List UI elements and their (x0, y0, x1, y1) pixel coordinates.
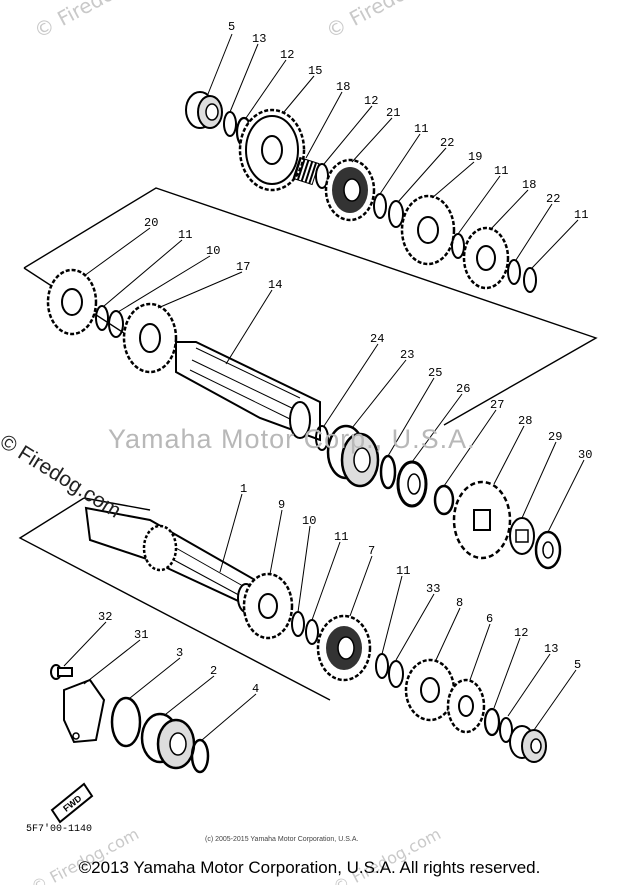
part-5-bearing-bottom (509, 725, 547, 763)
part-8-gear (404, 658, 456, 722)
label-28: 28 (518, 414, 532, 428)
part-18-gear (462, 226, 510, 290)
label-11-d: 11 (178, 228, 192, 242)
label-11-f: 11 (396, 564, 410, 578)
part-19-gear (400, 194, 456, 266)
part-20-gear (46, 268, 98, 336)
label-11-e: 11 (334, 530, 348, 544)
center-watermark: Yamaha Motor Corp., U.S.A. (108, 424, 476, 454)
part-25-circlip (379, 454, 397, 490)
plate-hole (72, 732, 80, 740)
label-18-gear: 18 (522, 178, 536, 192)
label-10-a: 10 (206, 244, 220, 258)
footer-copyright: ©2013 Yamaha Motor Corporation, U.S.A. A… (78, 858, 541, 877)
label-12-bottom: 12 (514, 626, 528, 640)
part-7-gear (316, 614, 372, 682)
part-33-washer (388, 660, 404, 688)
label-15: 15 (308, 64, 322, 78)
part-28-sprocket (452, 480, 512, 560)
label-31: 31 (134, 628, 148, 642)
part-11-circlip-e (305, 619, 319, 645)
label-11-b: 11 (494, 164, 508, 178)
label-26: 26 (456, 382, 470, 396)
upper-frame-line (23, 187, 598, 426)
label-19: 19 (468, 150, 482, 164)
part-27-collar (433, 484, 455, 516)
label-32: 32 (98, 610, 112, 624)
label-21: 21 (386, 106, 400, 120)
part-2-bearing (140, 712, 196, 770)
part-29-lock-washer (509, 517, 535, 555)
part-17-gear (122, 302, 178, 374)
label-20: 20 (144, 216, 158, 230)
label-4: 4 (252, 682, 259, 696)
part-31-stopper-plate (63, 678, 106, 744)
part-11-circlip-c (523, 267, 537, 293)
label-30: 30 (578, 448, 592, 462)
label-25: 25 (428, 366, 442, 380)
part-1-main-axle (84, 506, 263, 614)
label-3: 3 (176, 646, 183, 660)
label-12-top: 12 (280, 48, 294, 62)
label-5-top: 5 (228, 20, 235, 34)
label-33: 33 (426, 582, 440, 596)
lower-frame-line-b (83, 497, 151, 511)
fwd-arrow-icon: FWD (50, 782, 94, 824)
part-15-gear (238, 108, 306, 192)
part-26-oil-seal (396, 460, 428, 508)
part-13-circlip-top (223, 111, 237, 137)
label-11-c: 11 (574, 208, 588, 222)
part-number-labels: 5 13 12 15 18 12 21 11 22 19 11 18 22 11… (98, 20, 592, 696)
part-11-circlip-d (95, 305, 109, 331)
part-13-circlip-bottom (499, 717, 513, 743)
lower-frame-line (18, 497, 331, 701)
small-copyright: (c) 2005-2015 Yamaha Motor Corporation, … (205, 836, 359, 843)
leader-lines (63, 33, 585, 741)
label-17: 17 (236, 260, 250, 274)
label-23: 23 (400, 348, 414, 362)
part-14-drive-axle (175, 341, 321, 442)
part-24-circlip (315, 425, 329, 451)
label-27: 27 (490, 398, 504, 412)
label-8: 8 (456, 596, 463, 610)
part-23-bearing (326, 424, 380, 488)
label-9: 9 (278, 498, 285, 512)
part-11-circlip-a (373, 193, 387, 219)
label-11-a: 11 (414, 122, 428, 136)
label-13-top: 13 (252, 32, 266, 46)
part-5-bearing-top (185, 91, 223, 129)
part-11-circlip-b (451, 233, 465, 259)
part-21-gear (324, 158, 376, 222)
part-22-washer-b (507, 259, 521, 285)
label-12-mid: 12 (364, 94, 378, 108)
label-6: 6 (486, 612, 493, 626)
label-24: 24 (370, 332, 384, 346)
label-22-b: 22 (546, 192, 560, 206)
label-22-a: 22 (440, 136, 454, 150)
part-9-gear (242, 572, 294, 640)
label-29: 29 (548, 430, 562, 444)
figure-code: 5F7'00-1140 (26, 824, 93, 835)
part-32-screw (50, 664, 73, 680)
part-22-washer-a (388, 200, 404, 228)
part-10-washer-b (291, 611, 305, 637)
label-18-top: 18 (336, 80, 350, 94)
label-10-b: 10 (302, 514, 316, 528)
part-12-washer-bottom (483, 707, 501, 737)
label-5-bottom: 5 (574, 658, 581, 672)
part-11-circlip-f (375, 653, 389, 679)
label-1: 1 (240, 482, 247, 496)
label-14: 14 (268, 278, 282, 292)
part-10-washer-a (108, 310, 124, 338)
label-7: 7 (368, 544, 375, 558)
part-6-gear (446, 678, 486, 734)
part-30-nut (534, 530, 562, 570)
label-2: 2 (210, 664, 217, 678)
part-4-washer (190, 738, 210, 774)
part-3-circlip (110, 696, 142, 748)
label-13-bottom: 13 (544, 642, 558, 656)
